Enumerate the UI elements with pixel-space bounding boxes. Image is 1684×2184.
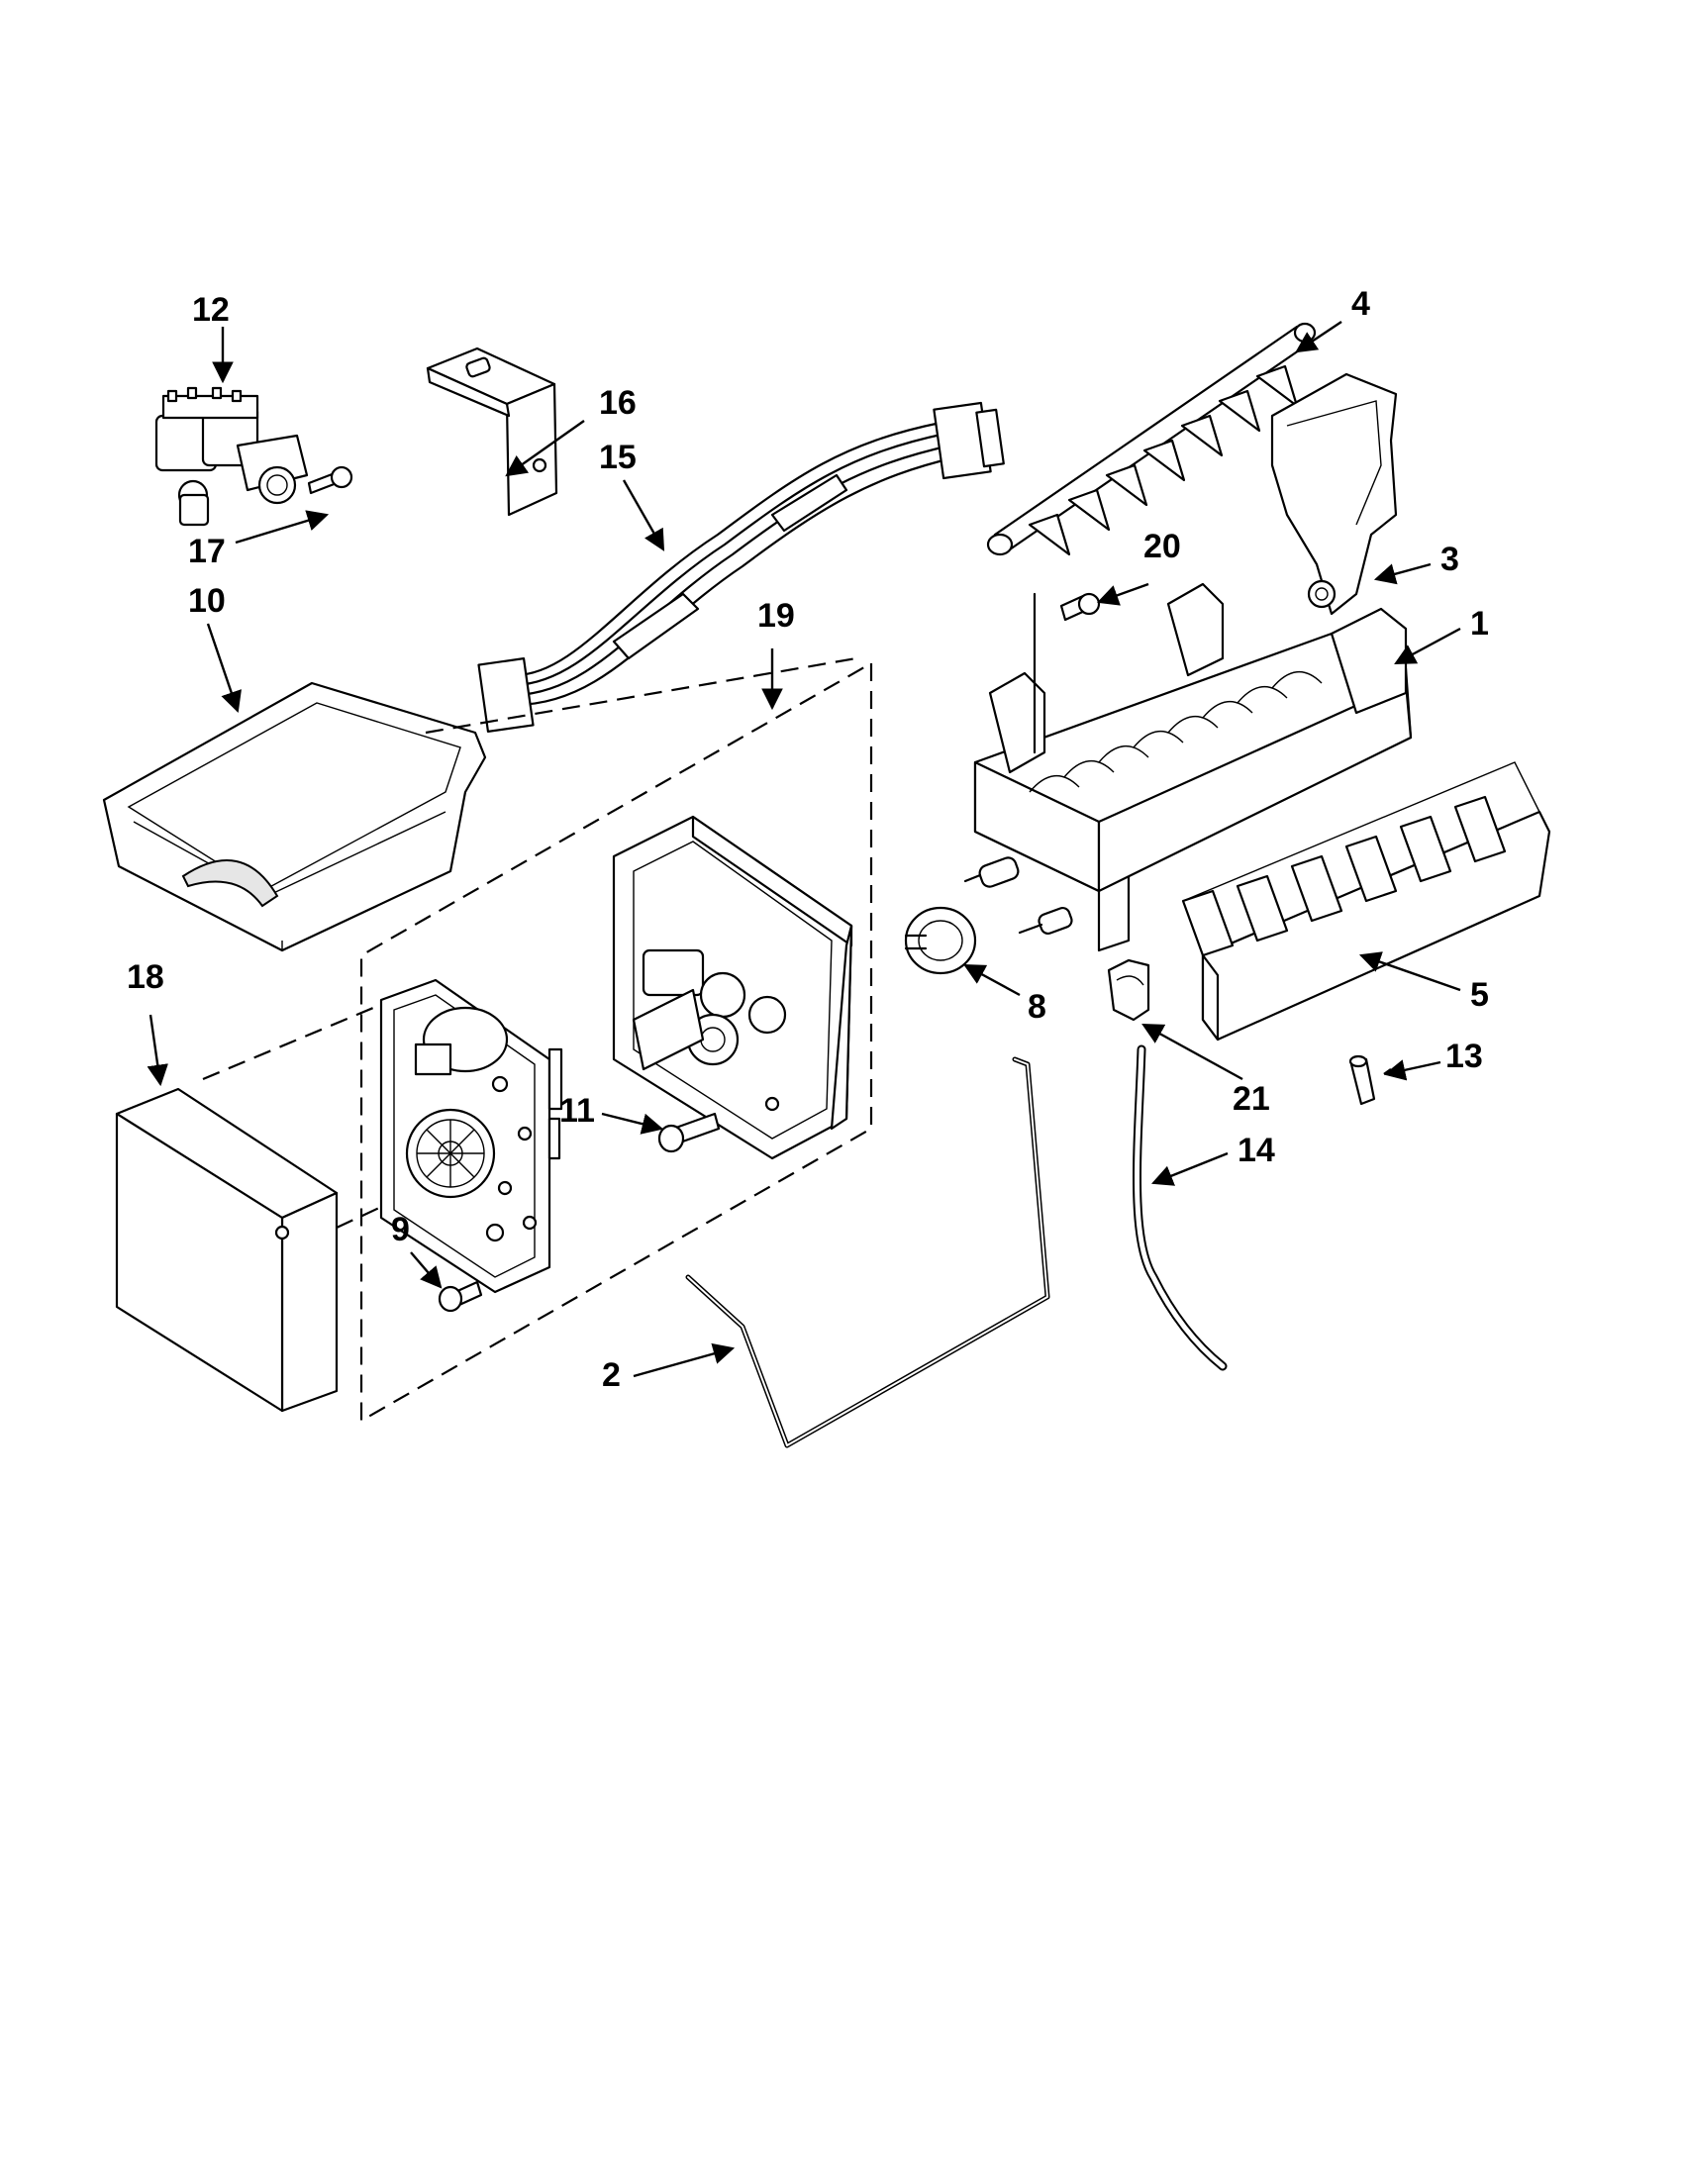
callout-1: 1 [1470, 605, 1489, 643]
callout-5: 5 [1470, 976, 1489, 1014]
callout-21: 21 [1233, 1080, 1270, 1118]
wire-harness [477, 401, 1005, 733]
fill-tube [1133, 1044, 1228, 1371]
callout-17: 17 [188, 533, 226, 570]
tube-clip [1107, 958, 1150, 1022]
callout-18: 18 [127, 958, 164, 996]
shutoff-arm [685, 1056, 1050, 1448]
plug [1348, 1054, 1376, 1106]
callout-16: 16 [599, 384, 637, 422]
callout-14: 14 [1238, 1132, 1275, 1169]
callout-12: 12 [192, 291, 230, 329]
icemaker-cover [115, 1087, 339, 1413]
callout-4: 4 [1351, 285, 1370, 323]
valve-screw [307, 465, 353, 495]
callout-10: 10 [188, 582, 226, 620]
callout-19: 19 [757, 597, 795, 635]
ice-mold [963, 582, 1413, 952]
callout-9: 9 [391, 1211, 410, 1248]
callout-8: 8 [1028, 988, 1046, 1026]
module-housing [612, 815, 853, 1160]
callout-13: 13 [1445, 1038, 1483, 1075]
module-front-plate [379, 978, 563, 1294]
callout-15: 15 [599, 439, 637, 476]
ice-stripper [1181, 761, 1551, 1042]
ejector [986, 322, 1317, 556]
callout-20: 20 [1143, 528, 1181, 565]
ice-bucket [102, 681, 487, 952]
harness-bracket [426, 347, 558, 517]
callout-11: 11 [559, 1092, 595, 1130]
plate-screw [438, 1280, 483, 1313]
mold-screw [1059, 592, 1101, 622]
mold-cover [1270, 372, 1398, 616]
water-valve [154, 386, 309, 527]
callout-2: 2 [602, 1356, 621, 1394]
callout-3: 3 [1440, 541, 1459, 578]
module-screw [657, 1112, 721, 1153]
leader-lines [147, 321, 1461, 1378]
thermostat [904, 906, 977, 975]
